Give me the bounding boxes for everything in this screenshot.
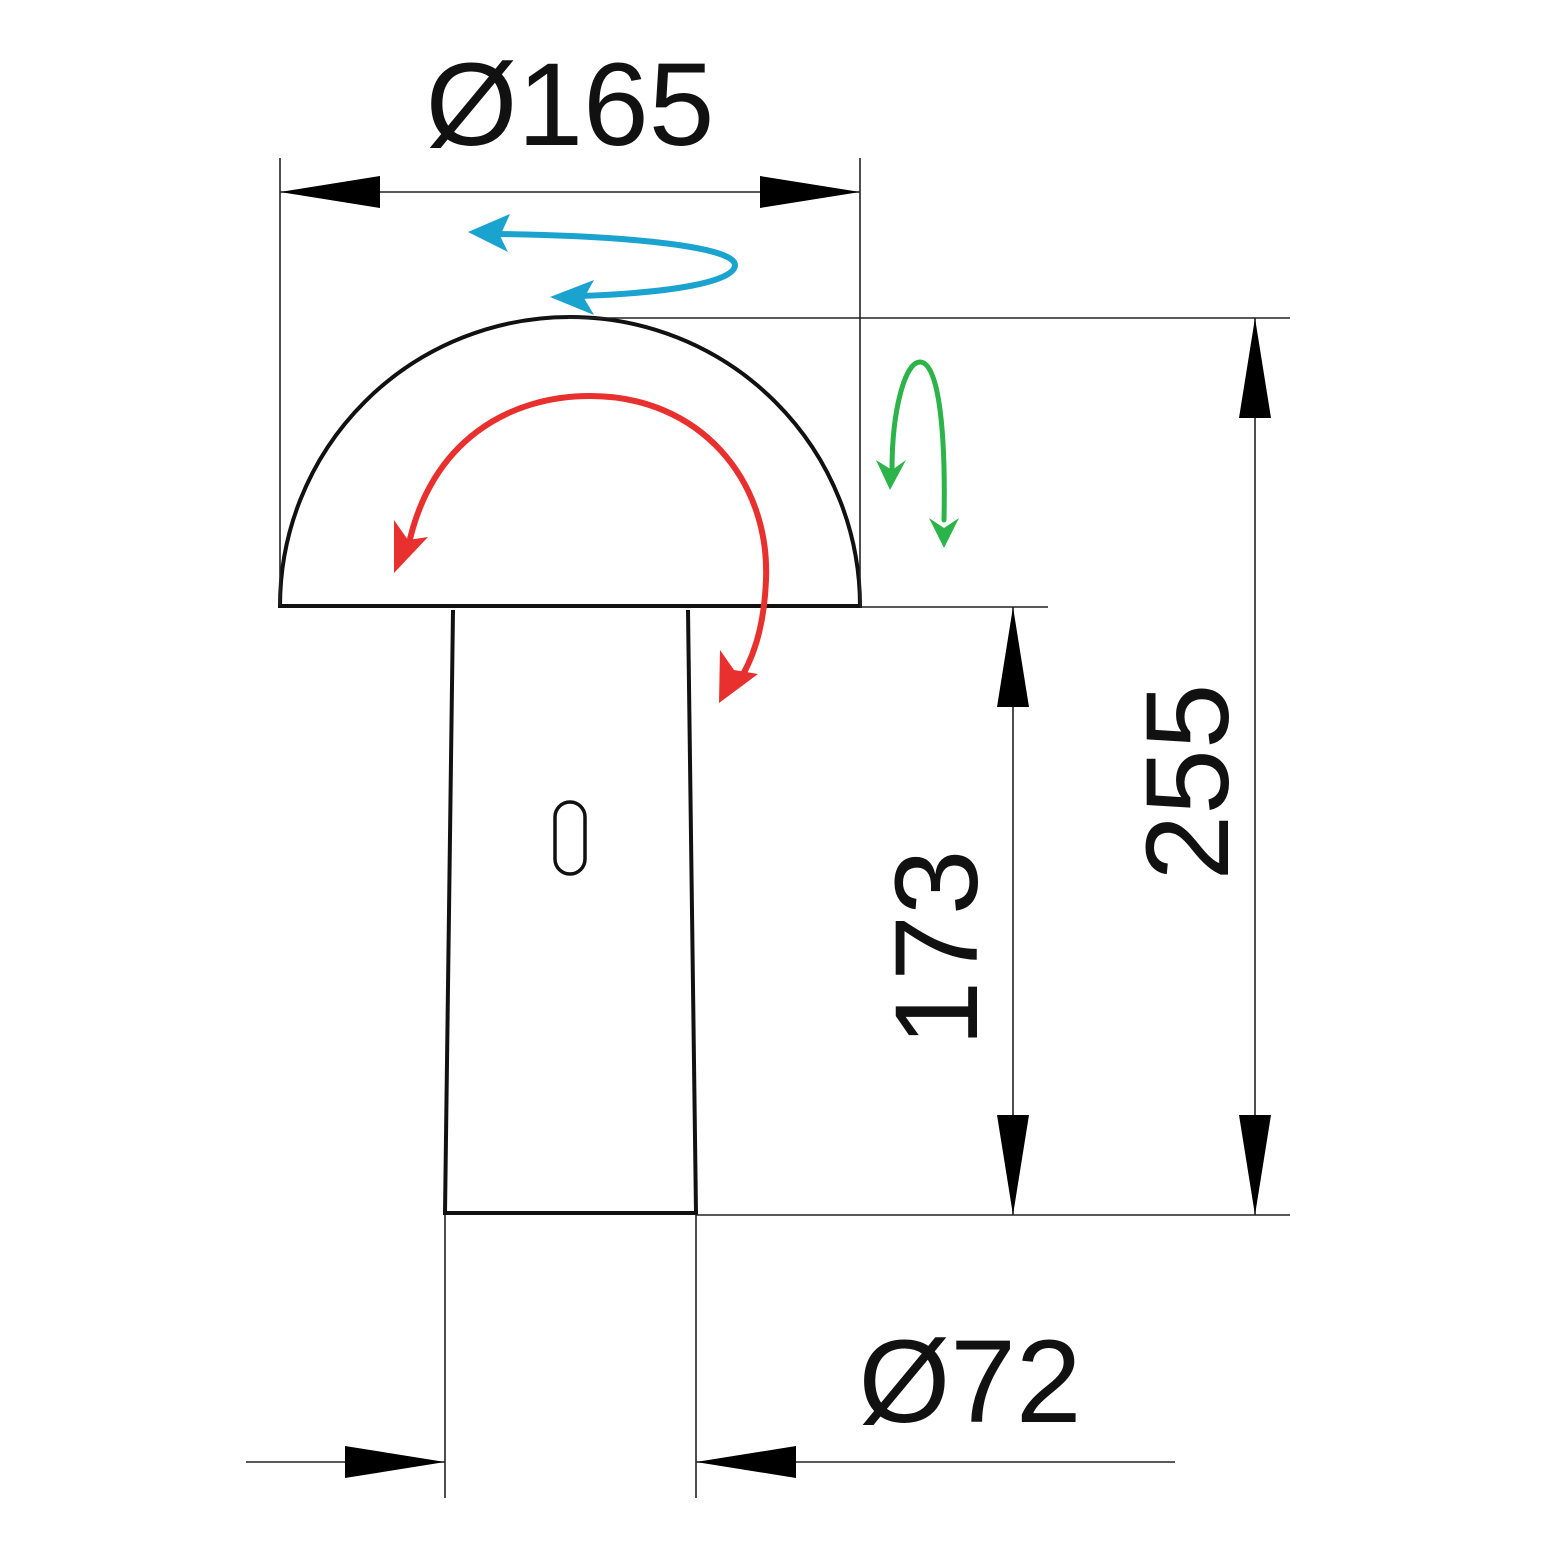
lamp-shade [277,315,863,608]
base-diameter-label: Ø72 [858,1316,1081,1448]
tilt-arrow-icon [876,359,959,548]
red-arrowhead-right [719,650,758,703]
lamp-stem [442,609,699,1215]
extension-lines [279,158,1290,1498]
base-height-dimension: 173 [871,607,1029,1215]
blue-arrowhead-top [468,214,510,252]
horizontal-rotation-arrow-icon [468,214,739,315]
green-arrowhead-left [876,460,906,490]
power-switch [553,800,587,876]
shade-rotation-arrow-icon [394,392,770,703]
red-arrowhead-left [394,520,428,573]
green-arc [889,359,947,523]
blue-arc [497,231,739,299]
lamp-outline [277,315,863,1215]
green-arrowhead-right [929,518,959,548]
shade-diameter-label: Ø165 [426,39,715,171]
red-arc [405,392,770,689]
shade-diameter-dimension: Ø165 [280,39,860,208]
total-height-dimension: 255 [1122,318,1271,1215]
blue-arrowhead-bottom [550,280,594,315]
base-diameter-dimension: Ø72 [246,1316,1175,1478]
base-height-label: 173 [871,850,1003,1047]
total-height-label: 255 [1122,684,1254,881]
